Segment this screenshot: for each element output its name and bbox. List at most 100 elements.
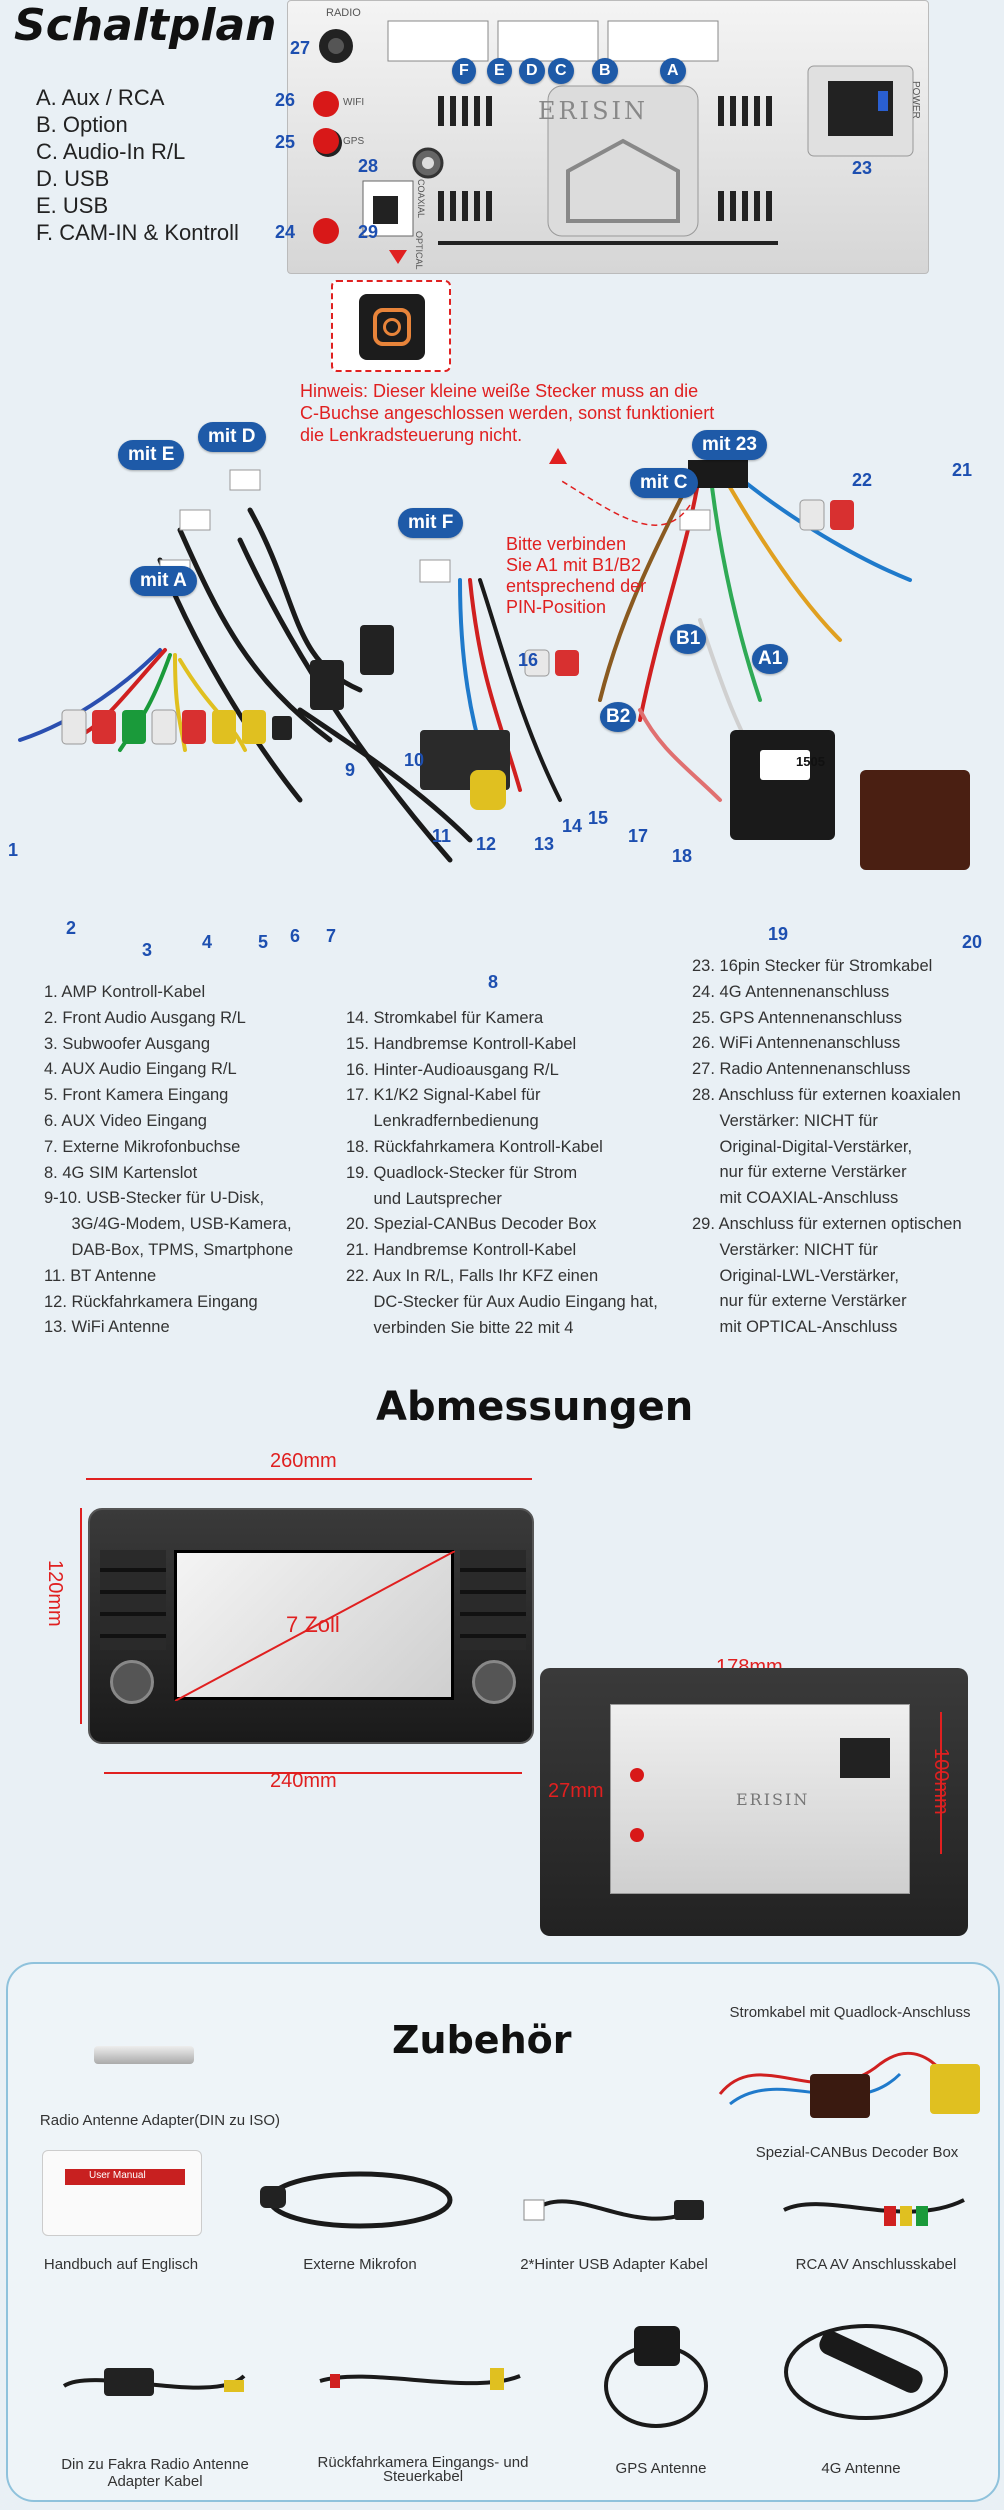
port-number: 24 bbox=[275, 222, 296, 242]
back-unit: ERISIN bbox=[540, 1668, 968, 1936]
front-unit bbox=[88, 1508, 534, 1744]
parts-list-col2: 14. Stromkabel für Kamera 15. Handbremse… bbox=[346, 1006, 658, 1341]
port-letter: D bbox=[519, 58, 545, 84]
port-letter: E bbox=[487, 58, 512, 84]
acc-label-gps: GPS Antenne bbox=[615, 2460, 707, 2477]
bubble-mit-e: mit E bbox=[118, 440, 185, 470]
acc-usb-image bbox=[514, 2180, 714, 2240]
part-item: 5. Front Kamera Eingang bbox=[44, 1086, 229, 1105]
cable-number: 21 bbox=[952, 460, 973, 480]
port-letter: A bbox=[660, 58, 686, 84]
part-item: 13. WiFi Antenne bbox=[44, 1318, 170, 1337]
part-item: 11. BT Antenne bbox=[44, 1266, 157, 1285]
part-item: 19. Quadlock-Stecker für Strom bbox=[346, 1163, 578, 1182]
part-item: Lenkradfernbedienung bbox=[346, 1112, 539, 1131]
acc-gps-image bbox=[596, 2306, 726, 2436]
part-item: 23. 16pin Stecker für Stromkabel bbox=[692, 957, 933, 975]
cable-number: 18 bbox=[672, 846, 693, 866]
screen-size-label: 7 Zoll bbox=[286, 1612, 340, 1637]
gps-port-label: GPS bbox=[343, 136, 365, 147]
legend-item: D. USB bbox=[36, 166, 110, 191]
cable-number: 6 bbox=[290, 926, 301, 946]
dim-width-top: 260mm bbox=[270, 1450, 337, 1472]
part-item: 27. Radio Antennenanschluss bbox=[692, 1060, 911, 1079]
acc-label-camera-line: Steuerkabel bbox=[382, 2468, 464, 2485]
dim-line bbox=[80, 1508, 82, 1724]
acc-power-cable-image bbox=[700, 2034, 990, 2130]
connect-note: Bitte verbinden Sie A1 mit B1/B2 entspre… bbox=[506, 534, 646, 618]
optical-port-zoom bbox=[331, 280, 451, 372]
port-number: 26 bbox=[275, 90, 296, 110]
parts-list-col1: 1. AMP Kontroll-Kabel 2. Front Audio Aus… bbox=[44, 980, 293, 1341]
port-legend: A. Aux / RCA B. Option C. Audio-In R/L D… bbox=[36, 84, 239, 246]
connect-note-line: entsprechend der bbox=[506, 576, 647, 596]
cable-number: 5 bbox=[258, 932, 269, 952]
cable-number: 15 bbox=[588, 808, 609, 828]
acc-label-mic: Externe Mikrofon bbox=[303, 2256, 417, 2273]
part-item: 25. GPS Antennenanschluss bbox=[692, 1008, 903, 1027]
manual-cover-title: User Manual bbox=[89, 2170, 146, 2181]
part-item: nur für externe Verstärker bbox=[692, 1163, 907, 1182]
acc-mic-image bbox=[250, 2160, 470, 2240]
cable-number: 4 bbox=[202, 932, 213, 952]
cable-number: 3 bbox=[142, 940, 153, 960]
dim-width-bottom: 240mm bbox=[270, 1770, 337, 1792]
cable-number: 10 bbox=[404, 750, 425, 770]
manual-cover-band bbox=[65, 2169, 185, 2185]
bubble-mit-a: mit A bbox=[130, 566, 197, 596]
dim-line bbox=[940, 1712, 942, 1854]
part-item: DAB-Box, TPMS, Smartphone bbox=[44, 1240, 294, 1259]
head-unit-back: RADIO GPS WIFI COAXIAL OPTICAL POWER ERI… bbox=[287, 0, 929, 274]
dimensions-title: Abmessungen bbox=[376, 1384, 694, 1430]
acc-fakra-image bbox=[54, 2346, 254, 2416]
cable-number: 14 bbox=[562, 816, 583, 836]
part-item: verbinden Sie bitte 22 mit 4 bbox=[346, 1318, 574, 1337]
right-knob bbox=[472, 1660, 516, 1704]
part-item: 9-10. USB-Stecker für U-Disk, bbox=[44, 1189, 265, 1208]
optical-jack-icon bbox=[359, 294, 425, 360]
cable-number: 1 bbox=[8, 840, 19, 860]
wifi-port-label: WIFI bbox=[343, 97, 365, 108]
legend-item: A. Aux / RCA bbox=[36, 85, 165, 110]
parts-list-col3: 23. 16pin Stecker für Stromkabel 24. 4G … bbox=[692, 954, 962, 1341]
hint-arrow-up bbox=[549, 448, 567, 464]
acc-label-lte: 4G Antenne bbox=[821, 2460, 901, 2477]
acc-label-manual: Handbuch auf Englisch bbox=[43, 2256, 199, 2273]
cable-number: 9 bbox=[345, 760, 356, 780]
left-buttons bbox=[100, 1550, 166, 1650]
part-item: 28. Anschluss für externen koaxialen bbox=[692, 1085, 961, 1104]
acc-label-camera-cable: Rückfahrkamera Eingangs- und Steuerkabel bbox=[306, 2454, 540, 2485]
dim-line bbox=[104, 1772, 522, 1774]
bubble-mit-d: mit D bbox=[198, 422, 266, 452]
port-number: 29 bbox=[358, 222, 379, 242]
acc-antenna-adapter-image bbox=[84, 2036, 224, 2076]
cable-number: 19 bbox=[768, 924, 789, 944]
right-buttons bbox=[460, 1550, 526, 1650]
part-item: 18. Rückfahrkamera Kontroll-Kabel bbox=[346, 1137, 603, 1156]
part-item: mit COAXIAL-Anschluss bbox=[692, 1189, 899, 1208]
acc-label-antenna-adapter: Radio Antenne Adapter(DIN zu ISO) bbox=[39, 2112, 281, 2129]
acc-label-usb: 2*Hinter USB Adapter Kabel bbox=[520, 2256, 708, 2273]
cable-number: 7 bbox=[326, 926, 337, 946]
port-number: 23 bbox=[852, 158, 873, 178]
port-number: 28 bbox=[358, 156, 379, 176]
acc-label-fakra-line: Adapter Kabel bbox=[107, 2473, 203, 2490]
part-item: 22. Aux In R/L, Falls Ihr KFZ einen bbox=[346, 1266, 599, 1285]
dim-height-left: 120mm bbox=[44, 1560, 66, 1627]
hint-line: die Lenkradsteuerung nicht. bbox=[300, 425, 523, 445]
part-item: und Lautsprecher bbox=[346, 1189, 502, 1208]
port-letter: B bbox=[592, 58, 618, 84]
part-item: 16. Hinter-Audioausgang R/L bbox=[346, 1060, 559, 1079]
acc-label-decoder: Spezial-CANBus Decoder Box bbox=[755, 2144, 959, 2161]
part-item: 3. Subwoofer Ausgang bbox=[44, 1034, 211, 1053]
bubble-mit-23: mit 23 bbox=[692, 430, 767, 460]
acc-label-fakra: Din zu Fakra Radio Antenne Adapter Kabel bbox=[40, 2456, 270, 2490]
part-item: 12. Rückfahrkamera Eingang bbox=[44, 1292, 258, 1311]
connect-note-line: Sie A1 mit B1/B2 bbox=[506, 555, 642, 575]
cables-illustration bbox=[18, 460, 970, 870]
radio-port-label: RADIO bbox=[326, 7, 361, 19]
cable-number: 13 bbox=[534, 834, 555, 854]
part-item: Verstärker: NICHT für bbox=[692, 1240, 878, 1259]
acc-label-camera-line: Rückfahrkamera Eingangs- und bbox=[317, 2454, 529, 2471]
decoder-label: 1505 bbox=[796, 754, 825, 769]
